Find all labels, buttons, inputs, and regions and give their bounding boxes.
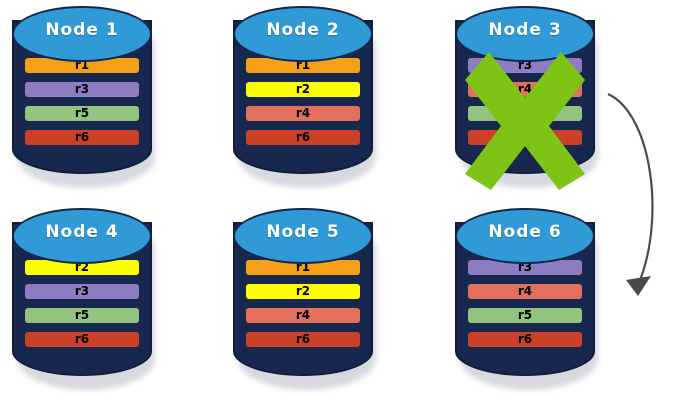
record-bar[interactable]: r6 — [246, 130, 360, 145]
record-bar[interactable]: r3 — [25, 82, 139, 97]
node-cylinder-top — [233, 208, 373, 264]
record-bar[interactable]: r6 — [25, 332, 139, 347]
migration-arrow-icon — [607, 92, 654, 296]
record-bar[interactable]: r5 — [25, 308, 139, 323]
record-bar[interactable]: r4 — [246, 308, 360, 323]
record-bar[interactable]: r4 — [468, 82, 582, 97]
record-bar[interactable]: r2 — [246, 82, 360, 97]
record-bar[interactable]: r4 — [468, 284, 582, 299]
record-bar[interactable]: r5 — [468, 308, 582, 323]
record-bar[interactable]: r2 — [246, 284, 360, 299]
record-bar[interactable]: r6 — [25, 130, 139, 145]
node-cylinder-top — [455, 208, 595, 264]
record-bar[interactable]: r4 — [246, 106, 360, 121]
record-bar[interactable]: r5 — [468, 106, 582, 121]
record-bar[interactable]: r6 — [468, 332, 582, 347]
record-bar[interactable]: r6 — [246, 332, 360, 347]
node-cylinder-top — [12, 208, 152, 264]
node-cylinder-top — [12, 6, 152, 62]
node-cylinder-top — [233, 6, 373, 62]
record-bar[interactable]: r3 — [25, 284, 139, 299]
node-cylinder-top — [455, 6, 595, 62]
record-bar[interactable]: r5 — [25, 106, 139, 121]
record-bar[interactable]: r6 — [468, 130, 582, 145]
